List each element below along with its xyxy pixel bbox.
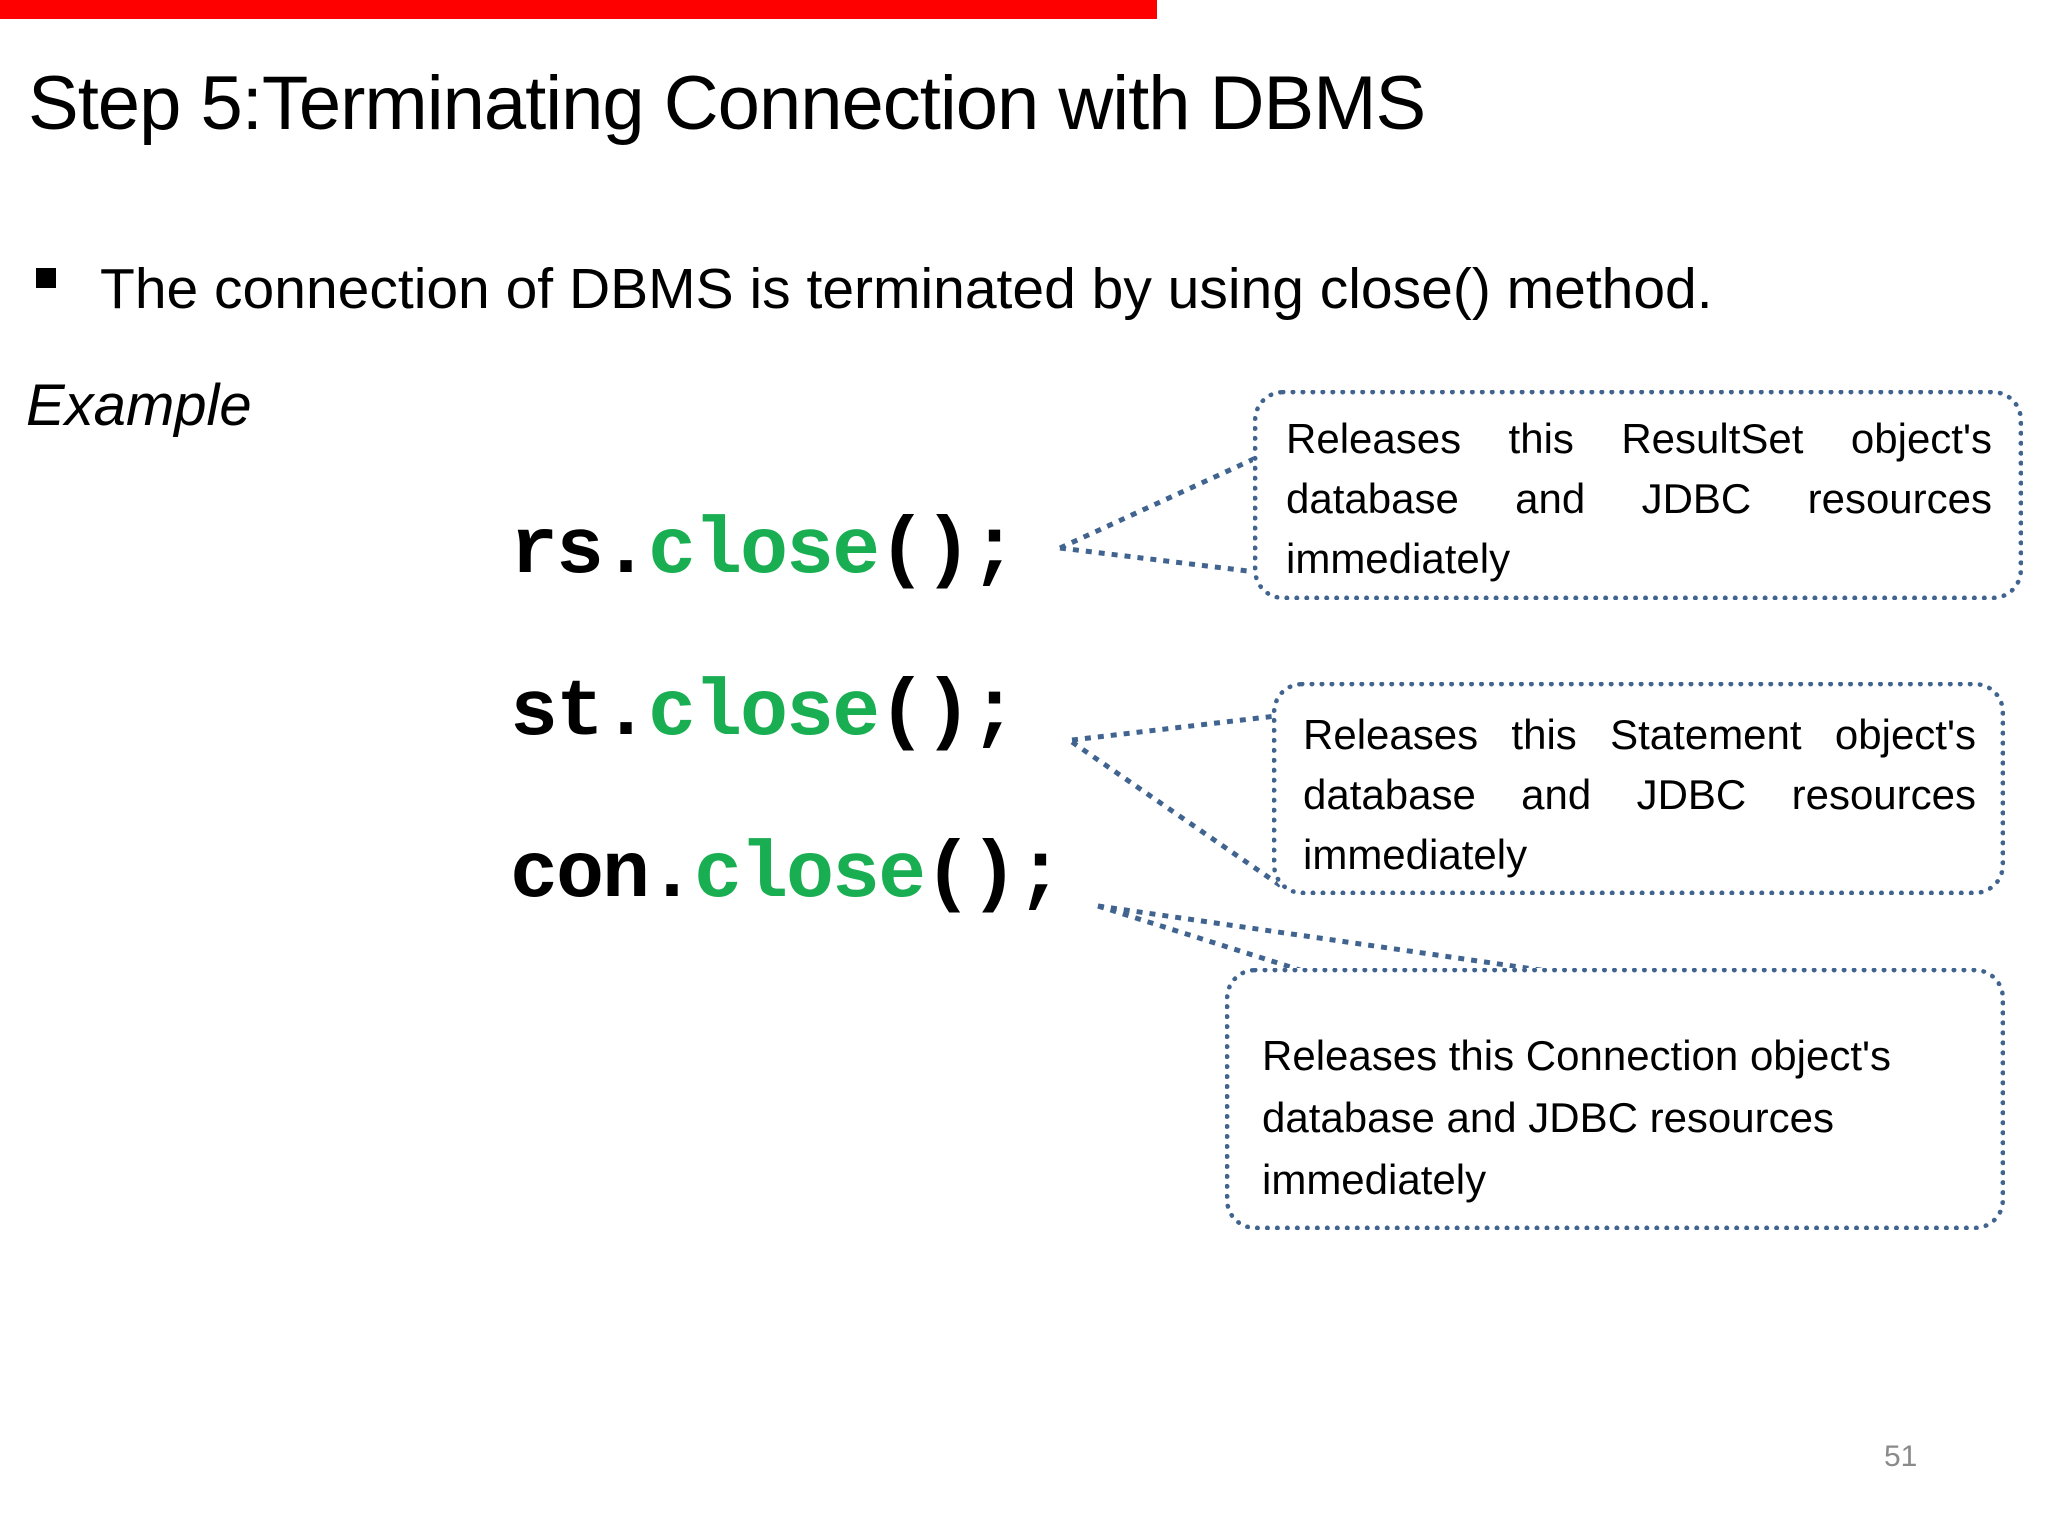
bullet-text: The connection of DBMS is terminated by … [100, 257, 1713, 321]
code-object: rs. [510, 506, 650, 597]
connector-line [1070, 739, 1286, 891]
connector-line [1059, 545, 1257, 575]
code-object: st. [510, 668, 650, 759]
callout-resultset: Releases this ResultSet object's databas… [1253, 390, 2023, 600]
code-suffix: (); [924, 830, 1064, 921]
code-method: close [648, 668, 880, 759]
code-method: close [694, 830, 926, 921]
bullet-square-icon [36, 268, 56, 288]
code-suffix: (); [878, 668, 1018, 759]
red-progress-bar [0, 0, 1157, 19]
callout-statement: Releases this Statement object's databas… [1272, 682, 2005, 895]
connector-line [1058, 455, 1258, 551]
connector-line [1097, 903, 1569, 977]
example-label: Example [26, 373, 252, 438]
code-object: con. [510, 830, 696, 921]
callout-connection: Releases this Connection object's databa… [1225, 968, 2005, 1230]
code-line-con-close: con.close(); [510, 836, 1064, 916]
connector-line [1071, 713, 1277, 743]
code-method: close [648, 506, 880, 597]
code-line-st-close: st.close(); [510, 674, 1018, 754]
code-line-rs-close: rs.close(); [510, 512, 1018, 592]
code-suffix: (); [878, 506, 1018, 597]
page-number: 51 [1884, 1440, 1918, 1473]
connector-line [1097, 903, 1301, 973]
bullet-item: The connection of DBMS is terminated by … [36, 252, 1936, 326]
slide-title: Step 5:Terminating Connection with DBMS [28, 61, 1426, 146]
